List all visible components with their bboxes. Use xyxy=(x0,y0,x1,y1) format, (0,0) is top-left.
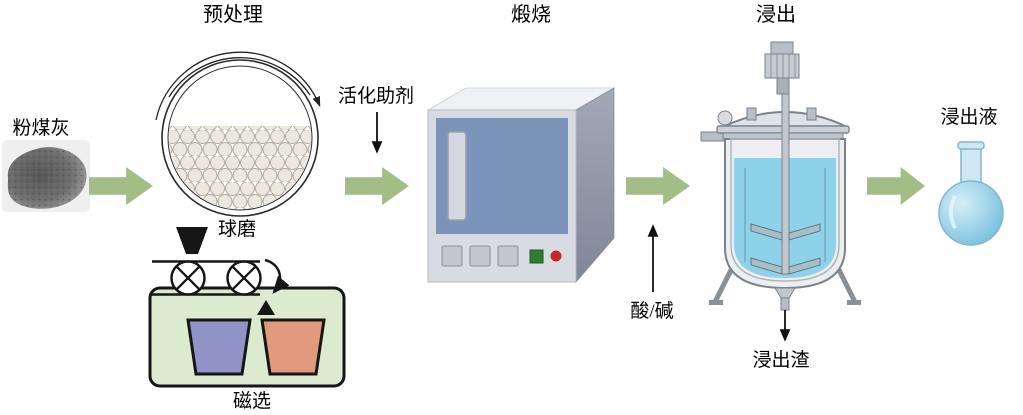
magnetic-separator-icon xyxy=(148,227,346,388)
additive-down-arrow xyxy=(371,112,383,154)
flask-highlight xyxy=(949,195,957,229)
power-indicator-red xyxy=(550,250,562,262)
mill-drum-inner xyxy=(167,65,313,211)
furnace-side-face xyxy=(575,87,615,284)
ball-mill-icon xyxy=(155,51,321,217)
impeller-blade xyxy=(750,257,783,275)
bottom-outlet xyxy=(780,297,790,311)
feed-funnel-icon xyxy=(176,227,208,254)
leach-residue-label: 浸出渣 xyxy=(752,350,810,371)
impeller-blade xyxy=(750,223,783,241)
power-indicator-green xyxy=(529,249,544,264)
flow-arrow-2 xyxy=(345,167,409,205)
acid-up-arrow xyxy=(647,224,659,292)
flow-arrow-3 xyxy=(626,167,690,205)
collection-bin-left xyxy=(186,318,252,376)
leaching-reactor-icon xyxy=(700,41,861,311)
activation-additive-label: 活化助剂 xyxy=(337,86,415,107)
acid-alkali-label: 酸/碱 xyxy=(630,301,674,322)
magnetic-separation-label: 磁选 xyxy=(232,391,272,412)
nozzle-left xyxy=(746,107,757,121)
vessel-jacket xyxy=(730,138,840,282)
fly-ash-image xyxy=(2,140,90,212)
splitter-marker xyxy=(257,300,275,315)
motor-cap xyxy=(770,41,794,55)
nozzle-right xyxy=(806,107,817,121)
furnace-button-3 xyxy=(497,245,519,267)
leachate-flask-icon xyxy=(938,141,1004,246)
furnace-button-1 xyxy=(441,245,463,267)
coupling xyxy=(776,77,790,95)
flask-lip xyxy=(957,141,985,150)
discharge-arrow xyxy=(264,258,290,294)
flask-body xyxy=(938,180,1004,246)
door-handle xyxy=(447,131,467,221)
grinding-balls xyxy=(169,126,311,209)
ball-mill-label: 球磨 xyxy=(217,219,257,240)
residue-down-arrow xyxy=(779,310,791,342)
rotation-arrow xyxy=(155,51,321,121)
stage-label-calcination: 煅烧 xyxy=(511,4,551,26)
bottom-cone xyxy=(774,287,796,299)
collection-bin-right xyxy=(260,318,326,376)
fly-ash-label: 粉煤灰 xyxy=(12,118,70,139)
stage-label-leaching: 浸出 xyxy=(756,4,796,26)
impeller-blade xyxy=(788,223,821,241)
impeller-blade xyxy=(788,257,821,275)
furnace-icon xyxy=(426,87,616,284)
stage-label-pretreatment: 预处理 xyxy=(203,4,263,26)
flow-arrow-4 xyxy=(867,167,925,205)
rotation-arrow-inner xyxy=(168,57,311,98)
agitator-shaft xyxy=(781,93,790,275)
flow-arrow-1 xyxy=(89,167,153,205)
motor xyxy=(764,53,800,79)
leachate-label: 浸出液 xyxy=(940,107,998,128)
furnace-button-2 xyxy=(469,245,491,267)
